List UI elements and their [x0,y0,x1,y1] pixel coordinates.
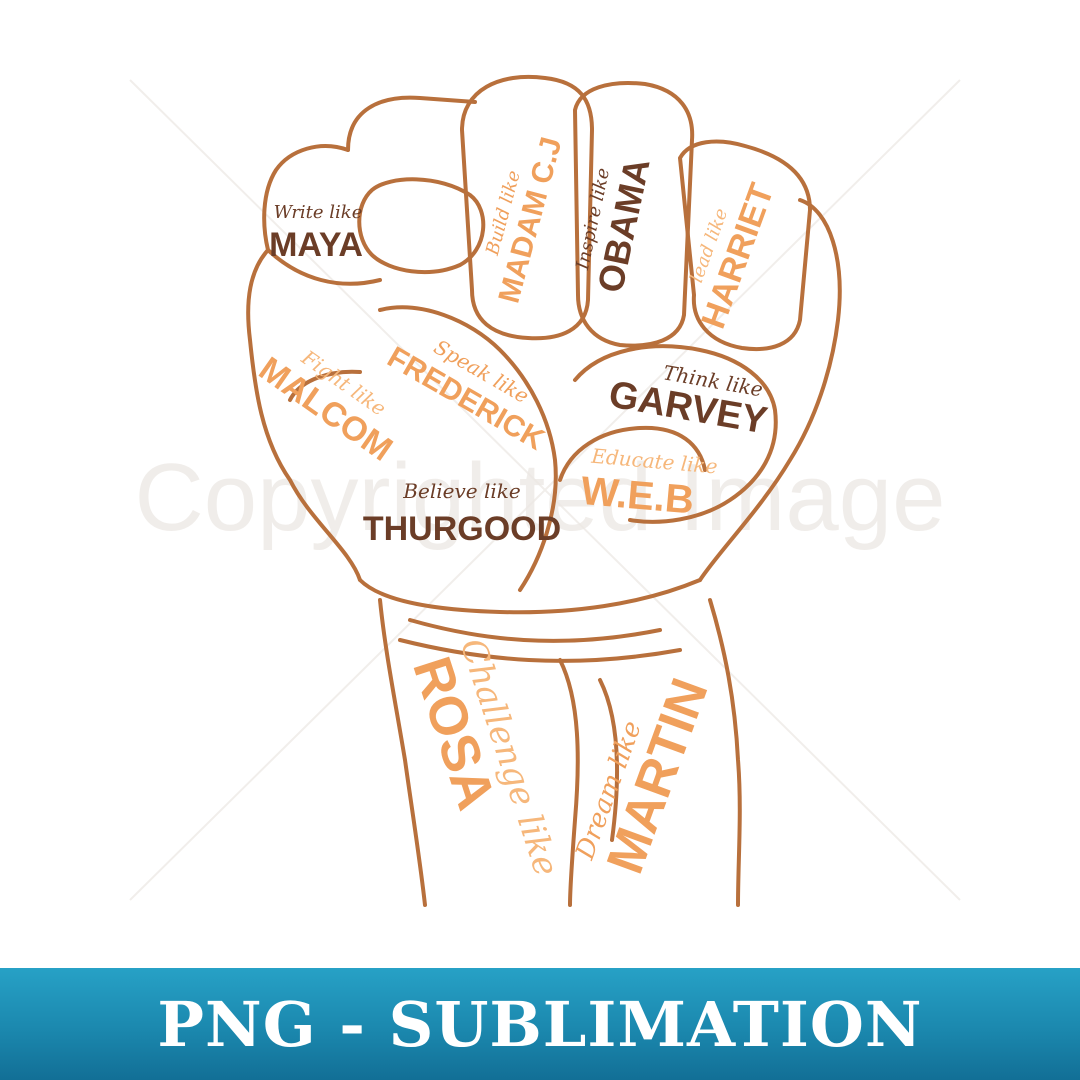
fist-artwork: Copyrighted Image [129,74,961,907]
phrase-name: THURGOOD [363,510,561,548]
phrase-martin: Dream like MARTIN [570,671,720,881]
phrase-verb: Write like [274,202,363,223]
hand-outline [246,74,842,907]
phrase-verb: Believe like [402,479,520,503]
banner-label: PNG - SUBLIMATION [157,987,923,1061]
watermark-text: Copyrighted Image [134,444,945,551]
phrase-rosa: Challenge like ROSA [401,634,566,881]
phrase-obama: Inspire like OBAMA [572,155,658,297]
fist-illustration: Copyrighted Image [129,74,961,907]
phrase-maya: Write like MAYA [269,202,363,264]
phrase-name: MAYA [269,226,363,264]
sublimation-banner: PNG - SUBLIMATION [0,968,1080,1080]
phrase-name: W.E.B [579,469,696,523]
phrase-madam: Build like MADAM C.J [482,134,569,307]
phrase-thurgood: Believe like THURGOOD [363,479,561,548]
phrase-web: Educate like W.E.B [579,444,718,523]
